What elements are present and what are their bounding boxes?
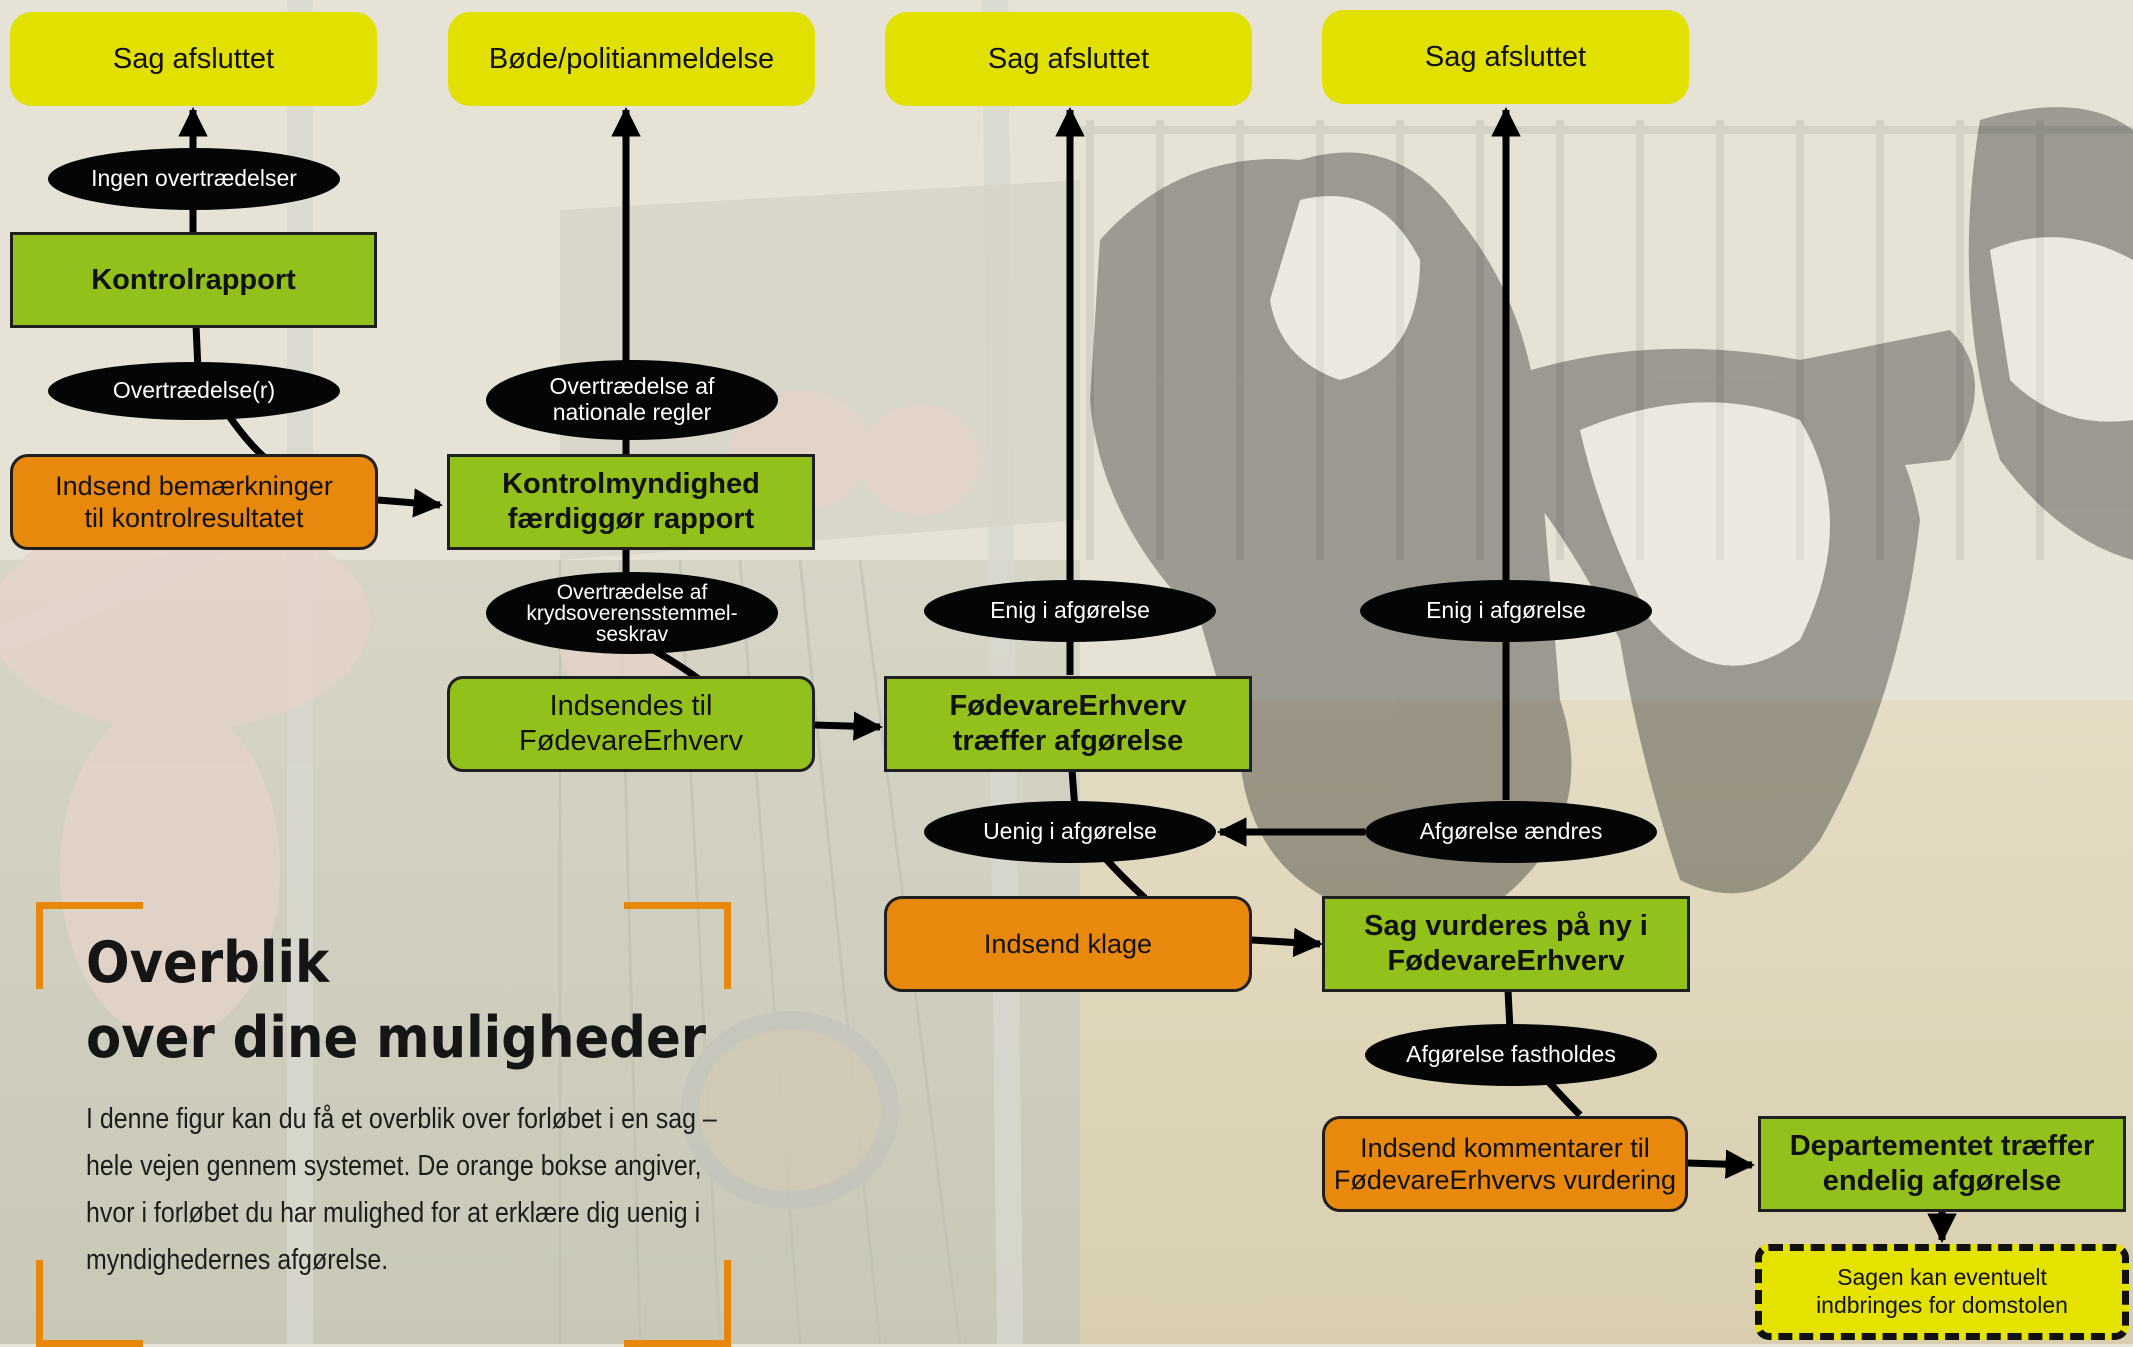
- arrow-remarks-to-authority: [377, 488, 443, 518]
- step-submit-remarks: Indsend bemærkninger til kontrolresultat…: [10, 454, 378, 550]
- outcome-label: Sag afsluttet: [112, 42, 275, 75]
- condition-cross-compliance: Overtrædelse af krydsoverensstemmel- ses…: [486, 572, 778, 654]
- step-court-possible: Sagen kan eventuelt indbringes for domst…: [1755, 1244, 2129, 1340]
- arrow-comments-to-ministry: [1686, 1149, 1755, 1179]
- line-reassessed-to-upheld: [1504, 989, 1514, 1031]
- condition-agree-1: Enig i afgørelse: [924, 580, 1216, 642]
- corner-top-left: [36, 902, 143, 989]
- step-authority-completes-report: Kontrolmyndighed færdiggør rapport: [447, 454, 815, 550]
- overview-panel: Overblik over dine muligheder I denne fi…: [36, 900, 736, 1347]
- outcome-label: Bøde/politianmeldelse: [488, 42, 775, 75]
- step-case-reassessed: Sag vurderes på ny i FødevareErhverv: [1322, 896, 1690, 992]
- line-disagree-to-complaint: [1102, 855, 1148, 901]
- step-ministry-final-decision: Departementet træffer endelig afgørelse: [1758, 1116, 2126, 1212]
- condition-disagree: Uenig i afgørelse: [924, 801, 1216, 863]
- outcome-case-closed-3: Sag afsluttet: [1322, 10, 1689, 104]
- arrow-complaint-to-reassessed: [1251, 927, 1323, 958]
- condition-national-rules: Overtrædelse af nationale regler: [486, 360, 778, 440]
- condition-decision-upheld: Afgørelse fastholdes: [1365, 1024, 1657, 1086]
- condition-no-violations: Ingen overtrædelser: [48, 148, 340, 210]
- corner-top-right: [624, 902, 731, 989]
- outcome-case-closed-1: Sag afsluttet: [10, 12, 377, 106]
- condition-violations: Overtrædelse(r): [48, 362, 340, 420]
- overview-description: I denne figur kan du få et overblik over…: [86, 1103, 717, 1276]
- arrow-sent-to-fe: [814, 711, 883, 741]
- outcome-label: Sag afsluttet: [987, 42, 1150, 75]
- overview-title-line2: over dine muligheder: [86, 1005, 707, 1071]
- step-sent-to-foedevareerhverv: Indsendes til FødevareErhverv: [447, 676, 815, 772]
- overview-title-line1: Overblik: [86, 930, 330, 996]
- outcome-case-closed-2: Sag afsluttet: [885, 12, 1252, 106]
- condition-decision-changed: Afgørelse ændres: [1365, 801, 1657, 863]
- step-submit-comments: Indsend kommentarer til FødevareErhvervs…: [1322, 1116, 1688, 1212]
- step-submit-complaint: Indsend klage: [884, 896, 1252, 992]
- step-control-report: Kontrolrapport: [10, 232, 377, 328]
- outcome-label: Sag afsluttet: [1424, 40, 1587, 73]
- outcome-fine-police-report: Bøde/politianmeldelse: [448, 12, 815, 106]
- step-foedevareerhverv-decides: FødevareErhverv træffer afgørelse: [884, 676, 1252, 772]
- condition-agree-2: Enig i afgørelse: [1360, 580, 1652, 642]
